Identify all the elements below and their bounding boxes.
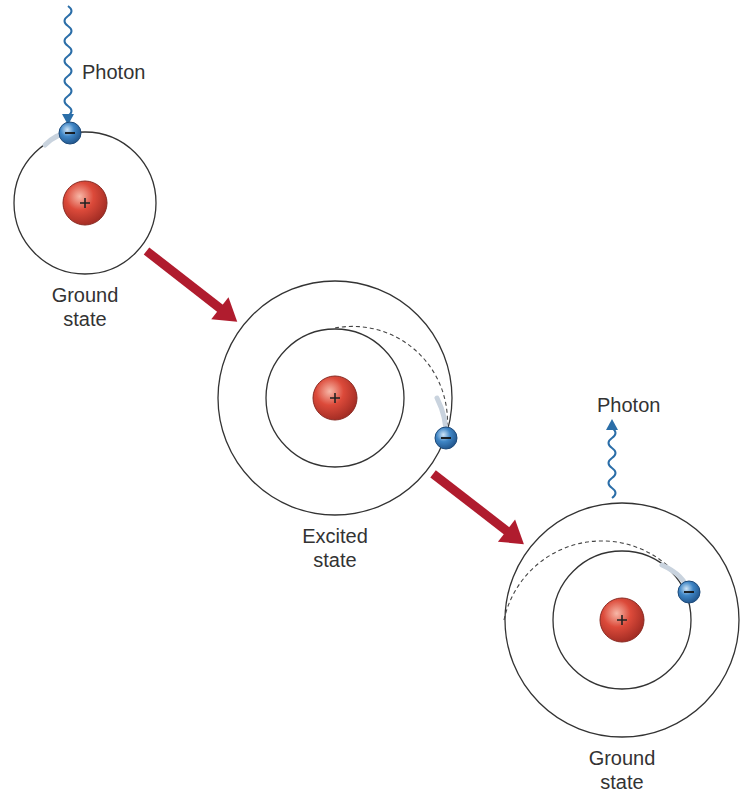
atom-illustration: [13, 131, 157, 275]
photon-arrowhead: [606, 419, 618, 430]
arrow-head: [498, 520, 524, 545]
photon-label: Photon: [597, 393, 660, 417]
orbit-ring: [266, 329, 404, 467]
plus-symbol: [80, 198, 90, 208]
transition-arrow: [433, 474, 524, 544]
state-label: Ground state: [572, 746, 672, 794]
atom-node: Ground state: [13, 131, 157, 275]
arrow-shaft: [433, 474, 510, 533]
atom-node: Ground state: [504, 502, 740, 738]
atom-illustration: [217, 280, 453, 516]
orbit-ring: [218, 281, 452, 515]
electron: [435, 427, 457, 449]
transition-path: [335, 326, 447, 438]
minus-symbol: [65, 132, 75, 134]
plus-symbol: [617, 615, 627, 625]
nucleus: [313, 376, 357, 420]
orbit-ring: [553, 551, 691, 689]
electron: [678, 581, 700, 603]
photon-wave: [65, 6, 72, 116]
atom-node: Excited state: [217, 280, 453, 516]
arrow-head: [211, 297, 237, 322]
arrow-shaft: [147, 251, 224, 311]
transition-path: [504, 541, 689, 620]
transition-arrow: [147, 251, 238, 322]
plus-symbol: [330, 393, 340, 403]
photon-wave: [609, 428, 616, 498]
state-label: Ground state: [35, 283, 135, 331]
photon-label: Photon: [82, 60, 145, 84]
state-label: Excited state: [285, 524, 385, 572]
nucleus: [600, 598, 644, 642]
nucleus: [63, 181, 107, 225]
electron: [59, 122, 81, 144]
minus-symbol: [684, 591, 694, 593]
orbit-ring: [14, 132, 156, 274]
atom-illustration: [504, 502, 740, 738]
minus-symbol: [441, 437, 451, 439]
orbit-ring: [505, 503, 739, 737]
